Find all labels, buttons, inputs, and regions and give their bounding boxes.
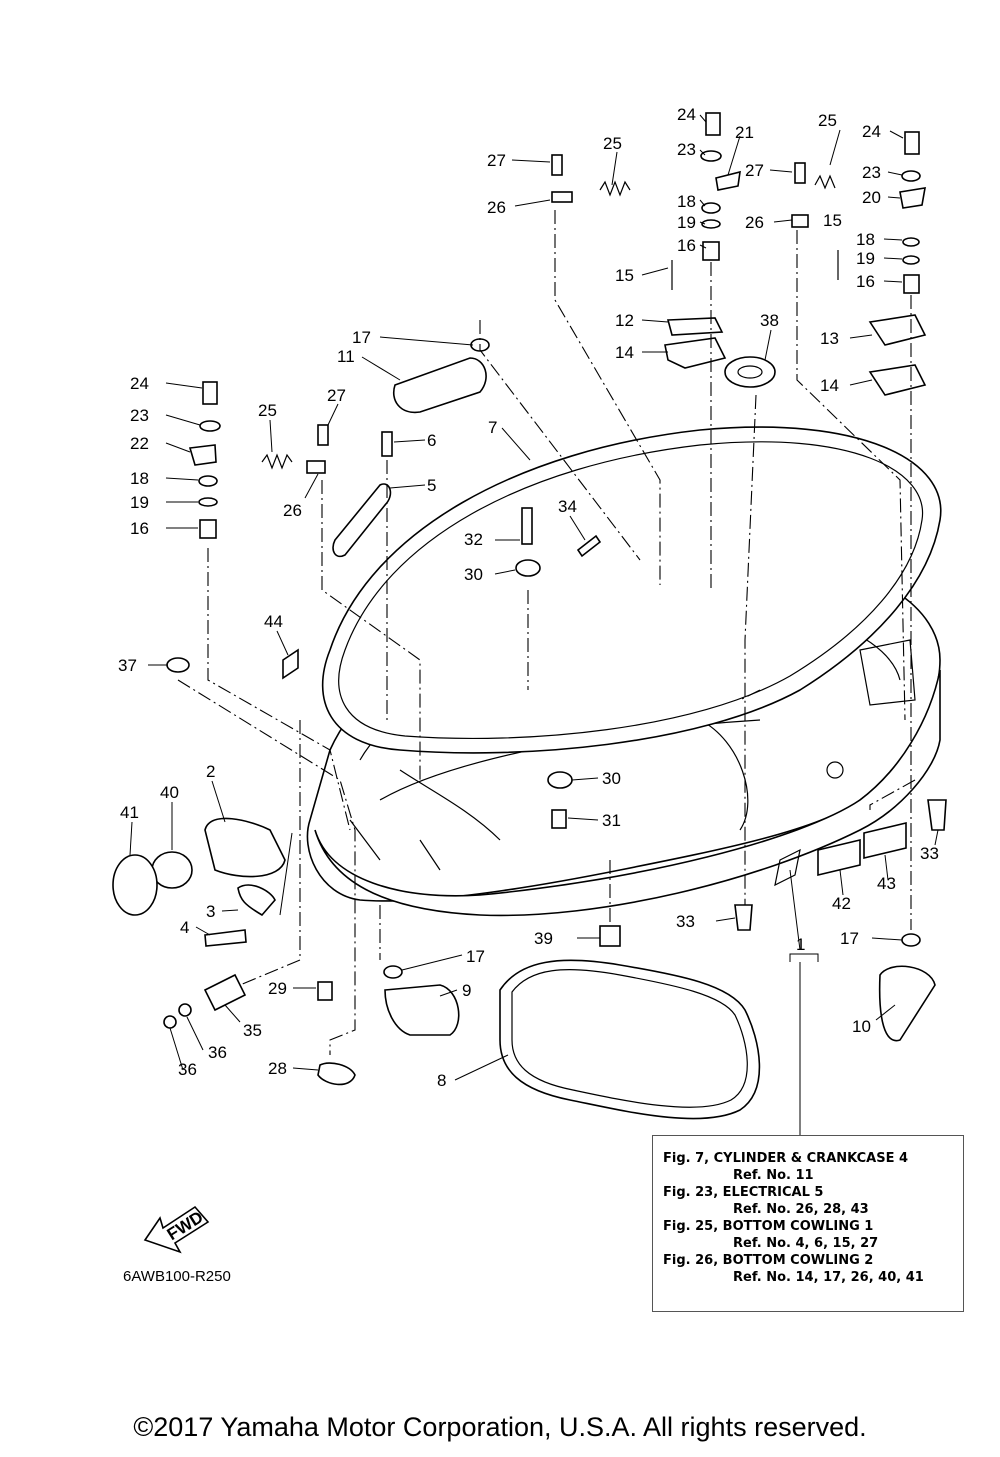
callout-11: 11 (337, 347, 355, 366)
callout-23-right: 23 (862, 163, 881, 182)
callout-43: 43 (877, 874, 896, 893)
callout-30-upper: 30 (464, 565, 483, 584)
ref-fig-25-nos: Ref. No. 4, 6, 15, 27 (733, 1236, 879, 1251)
callout-19-top: 19 (677, 213, 696, 232)
ref-fig-25: Fig. 25, BOTTOM COWLING 1 (663, 1219, 874, 1234)
callout-18-top: 18 (677, 192, 696, 211)
bottom-seal-8 (499, 959, 761, 1120)
callout-40: 40 (160, 783, 179, 802)
callout-17-top: 17 (352, 328, 371, 347)
callout-44: 44 (264, 612, 283, 631)
ref-fig-7-nos: Ref. No. 11 (733, 1168, 814, 1183)
callout-38: 38 (760, 311, 779, 330)
callout-33-mid: 33 (676, 912, 695, 931)
callout-28: 28 (268, 1059, 287, 1078)
callout-22: 22 (130, 434, 149, 453)
callout-37: 37 (118, 656, 137, 675)
callout-32: 32 (464, 530, 483, 549)
callout-24-left: 24 (130, 374, 149, 393)
callout-10: 10 (852, 1017, 871, 1036)
callout-23-top: 23 (677, 140, 696, 159)
callout-33-right: 33 (920, 844, 939, 863)
callout-27-top: 27 (487, 151, 506, 170)
callout-20: 20 (862, 188, 881, 207)
callout-31: 31 (602, 811, 621, 830)
callout-16-left: 16 (130, 519, 149, 538)
ref-fig-7: Fig. 7, CYLINDER & CRANKCASE 4 (663, 1151, 909, 1166)
callout-3: 3 (206, 902, 215, 921)
callout-19-left: 19 (130, 493, 149, 512)
callout-34: 34 (558, 497, 577, 516)
callout-15-left: 15 (615, 266, 634, 285)
callout-24-top: 24 (677, 105, 696, 124)
callout-leaders (129, 114, 939, 1081)
callout-36-upper: 36 (208, 1043, 227, 1062)
callout-1: 1 (796, 935, 805, 954)
callout-25-top: 25 (603, 134, 622, 153)
callout-5: 5 (427, 476, 436, 495)
callout-26-left: 26 (283, 501, 302, 520)
small-parts (112, 112, 947, 1086)
callout-12: 12 (615, 311, 634, 330)
callout-7: 7 (488, 418, 497, 437)
callout-39: 39 (534, 929, 553, 948)
callout-30-lower: 30 (602, 769, 621, 788)
callout-9: 9 (462, 981, 471, 1000)
callout-25-right: 25 (818, 111, 837, 130)
callout-numbers: 1 2 3 4 5 6 7 8 9 10 11 12 13 14 14 15 1… (118, 105, 939, 1090)
callout-19-right: 19 (856, 249, 875, 268)
top-seal-7 (321, 426, 942, 754)
callout-17-right: 17 (840, 929, 859, 948)
callout-23-left: 23 (130, 406, 149, 425)
callout-36-lower: 36 (178, 1060, 197, 1079)
ref-fig-23-nos: Ref. No. 26, 28, 43 (733, 1202, 869, 1217)
callout-24-right: 24 (862, 122, 881, 141)
forward-arrow-icon: FWD (143, 1205, 210, 1254)
callout-14-right: 14 (820, 376, 839, 395)
callout-26-right: 26 (745, 213, 764, 232)
ref-fig-26: Fig. 26, BOTTOM COWLING 2 (663, 1253, 874, 1268)
callout-18-left: 18 (130, 469, 149, 488)
callout-13: 13 (820, 329, 839, 348)
callout-17-mid: 17 (466, 947, 485, 966)
callout-2: 2 (206, 762, 215, 781)
callout-16-top: 16 (677, 236, 696, 255)
callout-42: 42 (832, 894, 851, 913)
leader-lines (177, 210, 916, 1135)
callout-15-right: 15 (823, 211, 842, 230)
callout-27-left: 27 (327, 386, 346, 405)
callout-4: 4 (180, 918, 189, 937)
ref-fig-23: Fig. 23, ELECTRICAL 5 (663, 1185, 824, 1200)
callout-26-top: 26 (487, 198, 506, 217)
callout-18-right: 18 (856, 230, 875, 249)
callout-27-right: 27 (745, 161, 764, 180)
callout-6: 6 (427, 431, 436, 450)
callout-25-left: 25 (258, 401, 277, 420)
callout-14-left: 14 (615, 343, 634, 362)
callout-16-right: 16 (856, 272, 875, 291)
reference-box: Fig. 7, CYLINDER & CRANKCASE 4 Ref. No. … (652, 1135, 964, 1312)
callout-35: 35 (243, 1021, 262, 1040)
callout-29: 29 (268, 979, 287, 998)
ref-fig-26-nos: Ref. No. 14, 17, 26, 40, 41 (733, 1270, 924, 1285)
diagram-code: 6AWB100-R250 (123, 1268, 231, 1285)
callout-21: 21 (735, 123, 754, 142)
copyright-notice: ©2017 Yamaha Motor Corporation, U.S.A. A… (133, 1412, 867, 1442)
callout-41: 41 (120, 803, 139, 822)
callout-8: 8 (437, 1071, 446, 1090)
